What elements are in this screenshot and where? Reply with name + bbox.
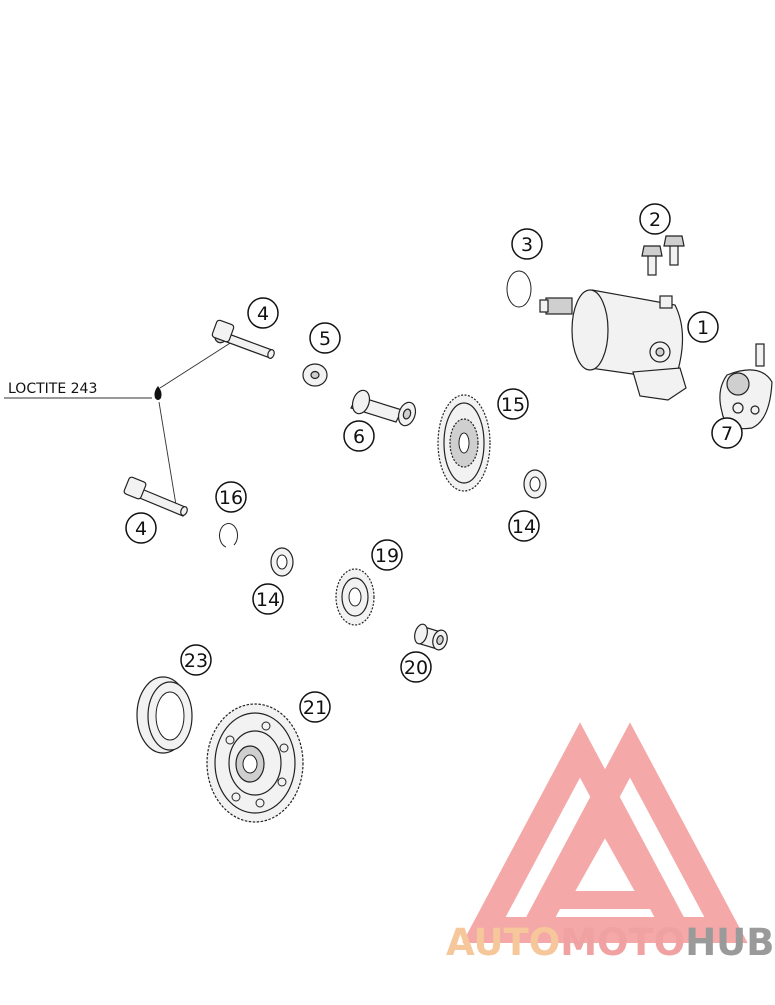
callout-21: 21 — [299, 691, 331, 723]
watermark-auto: AUTO — [446, 921, 560, 964]
svg-text:6: 6 — [353, 426, 365, 448]
part-16-circlip — [219, 523, 239, 548]
svg-text:1: 1 — [697, 317, 709, 339]
part-5-washer — [302, 363, 328, 387]
callout-19: 19 — [371, 539, 403, 571]
callout-5: 5 — [309, 322, 341, 354]
watermark-text: AUTOMOTOHUB — [446, 921, 774, 964]
part-20-bushing — [414, 623, 448, 651]
part-1-starter-motor — [539, 289, 687, 401]
callout-6: 6 — [343, 420, 375, 452]
callout-3: 3 — [511, 228, 543, 260]
loctite-leader-upper — [159, 339, 236, 389]
callout-14-left: 14 — [252, 583, 284, 615]
loctite-leader-lower — [158, 401, 177, 506]
callout-16: 16 — [215, 481, 247, 513]
part-4-bolt-lower — [123, 476, 188, 517]
watermark-hub: HUB — [685, 921, 774, 964]
svg-text:14: 14 — [512, 516, 536, 538]
callout-23: 23 — [180, 644, 212, 676]
part-19-gear — [335, 568, 375, 626]
part-3-o-ring — [506, 270, 532, 308]
callout-1: 1 — [687, 311, 719, 343]
callout-4-lower: 4 — [125, 512, 157, 544]
svg-text:7: 7 — [721, 423, 733, 445]
part-14-washer-left — [270, 547, 294, 577]
automotohub-logo — [462, 722, 748, 943]
part-14-washer-right — [523, 469, 547, 499]
svg-text:14: 14 — [256, 589, 280, 611]
callout-4-upper: 4 — [247, 297, 279, 329]
svg-text:15: 15 — [501, 394, 525, 416]
watermark-moto: MOTO — [560, 921, 685, 964]
loctite-drop-icon — [154, 386, 162, 400]
svg-text:20: 20 — [404, 657, 428, 679]
part-7-end-cover — [719, 343, 773, 430]
part-15-gear — [437, 394, 491, 492]
svg-text:3: 3 — [521, 234, 533, 256]
svg-text:21: 21 — [303, 697, 327, 719]
svg-text:23: 23 — [184, 650, 208, 672]
part-2-screws — [641, 235, 685, 276]
svg-text:19: 19 — [375, 545, 399, 567]
part-23-bearing — [136, 676, 193, 754]
svg-text:5: 5 — [319, 328, 331, 350]
callout-7: 7 — [711, 417, 743, 449]
svg-text:2: 2 — [649, 209, 661, 231]
part-6-bushing — [350, 389, 417, 427]
callout-15: 15 — [497, 388, 529, 420]
callout-20: 20 — [400, 651, 432, 683]
svg-text:4: 4 — [257, 303, 269, 325]
svg-text:4: 4 — [135, 518, 147, 540]
loctite-label: LOCTITE 243 — [8, 381, 97, 397]
callout-2: 2 — [639, 203, 671, 235]
loctite-note: LOCTITE 243 — [4, 339, 236, 506]
part-21-gear — [206, 703, 304, 823]
part-4-bolt-upper — [211, 319, 275, 359]
callout-14-right: 14 — [508, 510, 540, 542]
svg-text:16: 16 — [219, 487, 243, 509]
